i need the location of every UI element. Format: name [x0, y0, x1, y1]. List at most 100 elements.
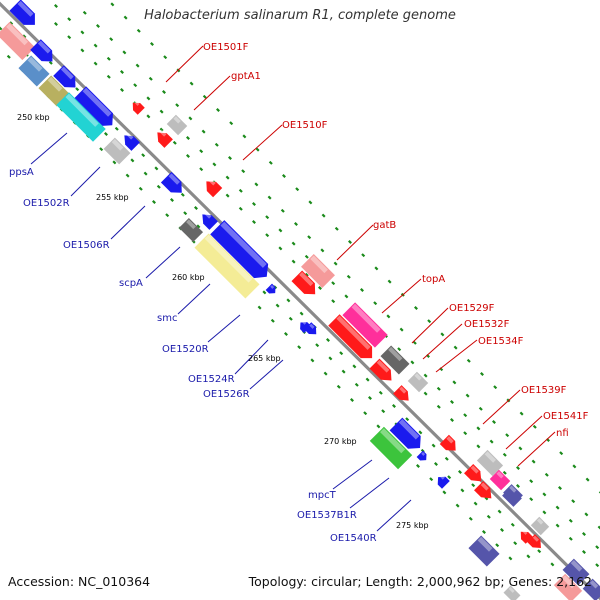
gene-feature-blue[interactable]: [434, 473, 450, 489]
gene-feature-blue[interactable]: [198, 210, 218, 230]
gene-feature-blue[interactable]: [210, 220, 274, 284]
tick-dot: [489, 439, 494, 444]
gene-label-OE1524R[interactable]: OE1524R: [188, 374, 235, 385]
gene-feature-gray[interactable]: [530, 516, 550, 536]
gene-label-OE1539F[interactable]: OE1539F: [521, 385, 567, 396]
tick-dot: [410, 360, 415, 365]
gene-label-OE1537B1R[interactable]: OE1537B1R: [297, 510, 357, 521]
gene-feature-red[interactable]: [328, 314, 377, 363]
gene-feature-red[interactable]: [291, 270, 321, 300]
gene-label-OE1540R[interactable]: OE1540R: [330, 533, 377, 544]
gene-feature-magenta[interactable]: [342, 302, 388, 348]
gene-feature-green[interactable]: [369, 426, 413, 470]
gene-label-nfi[interactable]: nfi: [556, 428, 569, 439]
tick-dot: [93, 61, 98, 66]
gene-label-smc[interactable]: smc: [157, 313, 177, 324]
gene-feature-olive[interactable]: [38, 75, 70, 107]
kbp-label: 275 kbp: [396, 521, 429, 530]
tick-dot: [304, 254, 309, 259]
gene-feature-blue[interactable]: [265, 283, 279, 297]
gene-feature-gray[interactable]: [407, 371, 429, 393]
gene-feature-blue[interactable]: [160, 171, 187, 198]
gene-feature-blue[interactable]: [304, 322, 320, 338]
tick-dot: [265, 233, 270, 238]
gene-label-OE1534F[interactable]: OE1534F: [478, 336, 524, 347]
gene-label-OE1529F[interactable]: OE1529F: [449, 303, 495, 314]
gene-feature-magenta[interactable]: [489, 469, 511, 491]
gene-feature-blue[interactable]: [416, 450, 430, 464]
gene-label-gptA1[interactable]: gptA1: [231, 71, 261, 82]
gene-feature-blue[interactable]: [73, 86, 118, 131]
gene-label-OE1532F[interactable]: OE1532F: [464, 319, 510, 330]
gene-feature-gray[interactable]: [103, 137, 131, 165]
topology-text: Topology: circular; Length: 2,000,962 bp…: [248, 574, 592, 589]
tick-dot: [80, 30, 85, 35]
gene-body: [210, 220, 269, 279]
tick-dot: [162, 90, 166, 94]
gene-body: [73, 86, 113, 126]
tick-dot: [381, 409, 386, 414]
leader-line: [332, 459, 373, 490]
gene-feature-navy[interactable]: [468, 535, 500, 567]
tick-dot: [114, 126, 119, 131]
gene-feature-red[interactable]: [393, 385, 413, 405]
gene-feature-blue[interactable]: [9, 0, 40, 31]
gene-feature-blue[interactable]: [30, 39, 58, 67]
gene-feature-steel[interactable]: [18, 55, 50, 87]
gene-feature-blue[interactable]: [297, 319, 312, 334]
gene-feature-red[interactable]: [129, 99, 145, 115]
tick-dot: [486, 514, 491, 519]
gene-label-OE1526R[interactable]: OE1526R: [203, 389, 250, 400]
tick-dot: [159, 127, 164, 132]
gene-label-OE1510F[interactable]: OE1510F: [282, 120, 328, 131]
gene-highlight: [398, 419, 420, 440]
tick-dot: [199, 149, 204, 154]
gene-highlight: [351, 303, 381, 333]
gene-body: [369, 358, 392, 381]
gene-label-topA[interactable]: topA: [422, 274, 445, 285]
gene-feature-navy[interactable]: [503, 484, 523, 504]
gene-feature-darkgray[interactable]: [380, 345, 410, 375]
gene-label-gatB[interactable]: gatB: [373, 220, 396, 231]
tick-dot: [482, 530, 486, 534]
gene-feature-red[interactable]: [464, 464, 486, 486]
gene-feature-salmon[interactable]: [0, 21, 36, 61]
gene-feature-blue[interactable]: [120, 131, 140, 151]
gene-feature-blue[interactable]: [389, 417, 427, 455]
gene-label-OE1501F[interactable]: OE1501F: [203, 42, 249, 53]
gene-feature-red[interactable]: [439, 434, 461, 456]
gene-feature-red[interactable]: [153, 128, 173, 148]
gene-label-OE1506R[interactable]: OE1506R: [63, 240, 110, 251]
gene-label-scpA[interactable]: scpA: [119, 278, 143, 289]
gene-highlight: [159, 129, 167, 137]
gene-feature-gray[interactable]: [476, 449, 504, 477]
gene-feature-red[interactable]: [527, 534, 545, 552]
tick-dot: [9, 21, 14, 26]
gene-feature-gray[interactable]: [166, 114, 188, 136]
gene-label-OE1502R[interactable]: OE1502R: [23, 198, 70, 209]
gene-feature-red[interactable]: [474, 481, 496, 503]
gene-label-OE1541F[interactable]: OE1541F: [543, 411, 589, 422]
gene-feature-yellow[interactable]: [194, 233, 260, 299]
gene-feature-cyan[interactable]: [56, 92, 106, 142]
gene-label-OE1520R[interactable]: OE1520R: [162, 344, 209, 355]
gene-label-ppsA[interactable]: ppsA: [9, 167, 34, 178]
gene-highlight: [477, 536, 493, 552]
tick-dot: [254, 182, 259, 187]
leader-line: [336, 224, 374, 261]
tick-dot: [568, 518, 573, 523]
gene-feature-salmon[interactable]: [553, 573, 583, 600]
gene-feature-red[interactable]: [369, 358, 397, 386]
gene-feature-darkgray[interactable]: [178, 217, 204, 243]
tick-dot: [473, 501, 478, 506]
gene-highlight: [414, 373, 422, 381]
gene-feature-navy[interactable]: [562, 558, 590, 586]
gene-feature-gray[interactable]: [503, 585, 521, 600]
gene-feature-red[interactable]: [202, 177, 223, 198]
gene-label-mpcT[interactable]: mpcT: [308, 490, 337, 501]
leader-line: [349, 477, 390, 509]
gene-feature-red[interactable]: [517, 528, 533, 544]
gene-feature-blue[interactable]: [53, 65, 81, 93]
tick-dot: [463, 431, 468, 436]
gene-feature-salmon[interactable]: [301, 254, 335, 288]
